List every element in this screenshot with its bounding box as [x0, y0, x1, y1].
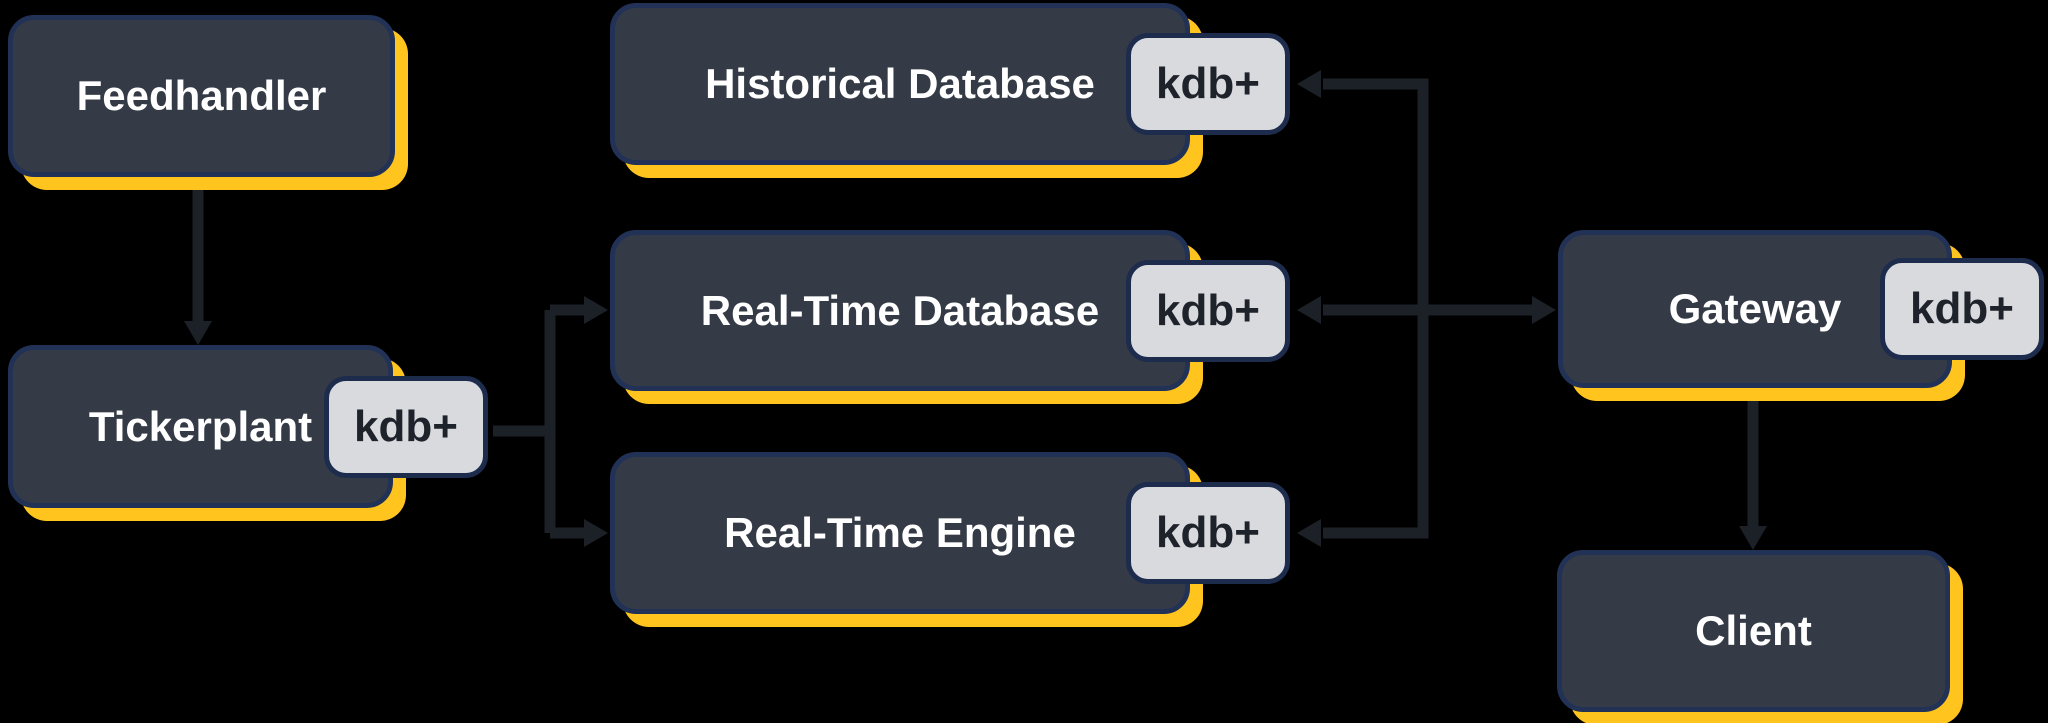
node-real-time-database: Real-Time Database kdb+ [610, 230, 1290, 391]
kdb-badge-tickerplant: kdb+ [324, 375, 488, 478]
node-real-time-database-label: Real-Time Database [700, 286, 1100, 334]
node-client-label: Client [1695, 607, 1812, 654]
kdb-badge-gateway: kdb+ [1880, 258, 2044, 360]
arrowhead-into-real-time-engine [584, 519, 608, 547]
arrowhead-into-tickerplant [184, 321, 212, 345]
kdb-badge-historical-database-label: kdb+ [1156, 59, 1260, 108]
node-feedhandler: Feedhandler [8, 15, 395, 177]
node-real-time-engine: Real-Time Engine kdb+ [610, 452, 1290, 614]
node-historical-database-label: Historical Database [705, 60, 1095, 107]
node-gateway-label: Gateway [1668, 285, 1842, 332]
node-client: Client [1557, 550, 1950, 712]
kdb-badge-gateway-label: kdb+ [1910, 284, 2014, 333]
node-tickerplant: Tickerplant kdb+ [8, 345, 488, 508]
edge-tickerplant-branch [493, 304, 586, 539]
arrowhead-into-gateway [1532, 296, 1556, 324]
arrowhead-into-real-time-database [584, 296, 608, 324]
node-tickerplant-label: Tickerplant [88, 402, 313, 450]
kdb-badge-real-time-engine-label: kdb+ [1156, 508, 1260, 557]
arrowhead-into-client [1739, 526, 1767, 550]
arrowhead-into-real-time-database-kdb [1297, 296, 1321, 324]
kdb-badge-tickerplant-label: kdb+ [354, 401, 458, 451]
kdb-badge-real-time-database-label: kdb+ [1156, 285, 1260, 335]
arrowhead-into-real-time-engine-kdb [1297, 519, 1321, 547]
node-gateway: Gateway kdb+ [1558, 230, 2044, 388]
arrowhead-into-historical-database-kdb [1297, 70, 1321, 98]
kdb-badge-real-time-engine: kdb+ [1126, 482, 1290, 584]
node-real-time-engine-label: Real-Time Engine [724, 509, 1076, 556]
kdb-badge-historical-database: kdb+ [1126, 33, 1290, 135]
kdb-badge-real-time-database: kdb+ [1126, 259, 1290, 362]
node-feedhandler-label: Feedhandler [76, 72, 327, 119]
node-historical-database: Historical Database kdb+ [610, 3, 1290, 165]
